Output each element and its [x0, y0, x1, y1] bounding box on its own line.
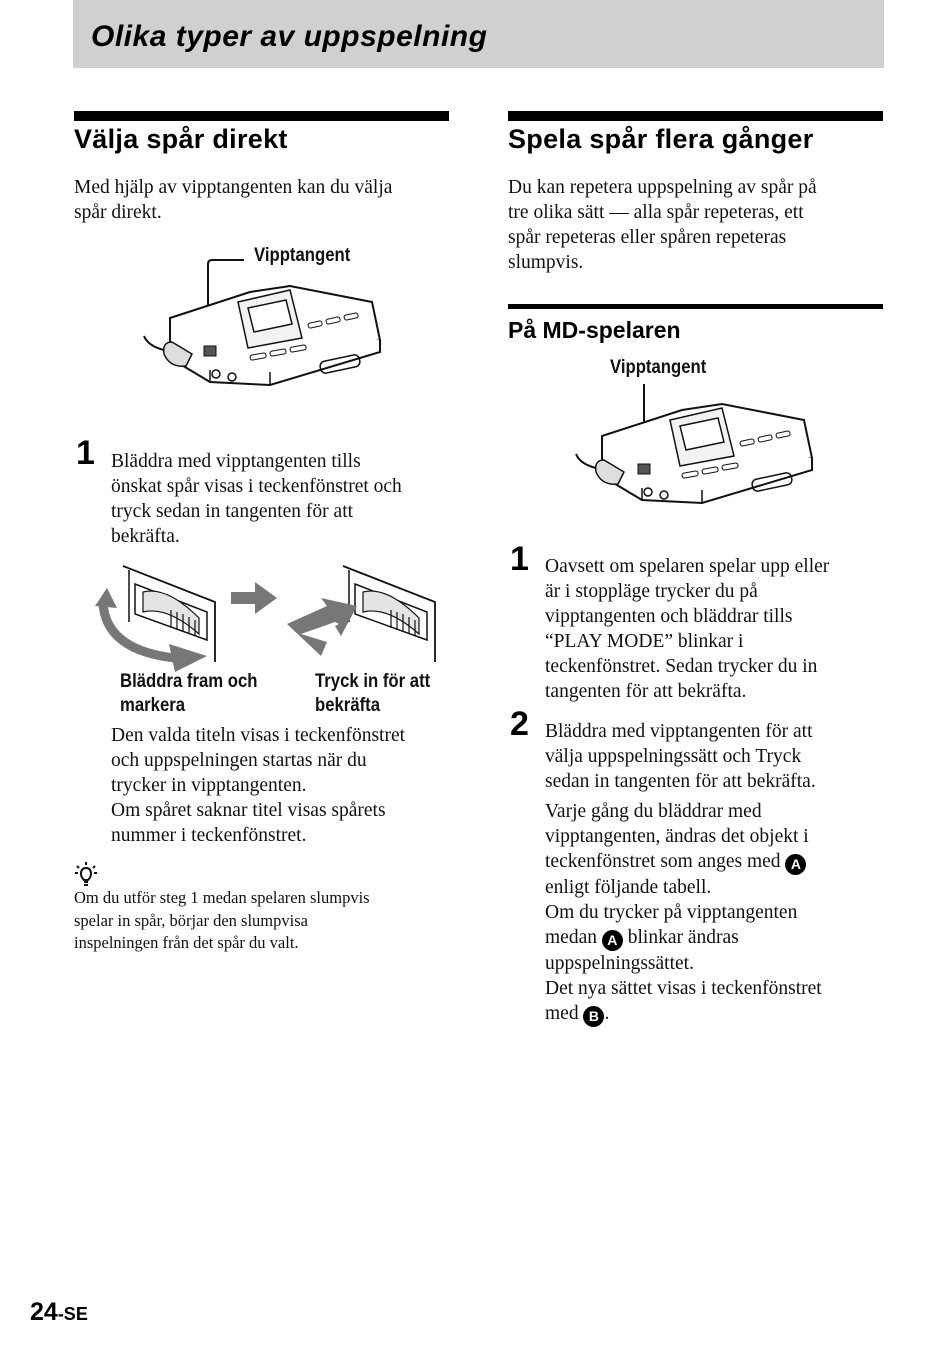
marker-a: A — [601, 930, 623, 951]
page-title: Olika typer av uppspelning — [91, 20, 488, 53]
left-heading-rule — [74, 111, 449, 121]
md-player-illustration-left — [143, 259, 382, 387]
left-step-1-number: 1 — [76, 434, 95, 472]
left-heading: Välja spår direkt — [74, 124, 288, 154]
right-step-2-detail: Varje gång du bläddrar med vipptangenten… — [545, 799, 822, 1027]
right-figure-label: Vipptangent — [610, 357, 707, 378]
left-figure-label: Vipptangent — [254, 245, 351, 266]
right-subheading: På MD-spelaren — [508, 317, 681, 343]
tip-icon — [75, 862, 97, 886]
right-step-2-number: 2 — [510, 705, 529, 743]
left-step-1-text: Bläddra med vipptangenten tills önskat s… — [111, 451, 402, 547]
tip-text: Om du utför steg 1 medan spelaren slumpv… — [74, 888, 370, 952]
right-step-1-number: 1 — [510, 540, 529, 578]
right-step-1-text: Oavsett om spelaren spelar upp eller är … — [545, 556, 830, 702]
jog-dial-operation-illustration — [95, 565, 436, 672]
md-player-illustration-right — [575, 384, 814, 505]
page-banner: Olika typer av uppspelning — [73, 0, 884, 68]
right-heading: Spela spår flera gånger — [508, 124, 814, 154]
right-heading-rule — [508, 111, 883, 121]
caption-press-to-confirm: Tryck in för att bekräfta — [315, 671, 431, 716]
right-intro: Du kan repetera uppspelning av spår på t… — [508, 177, 817, 273]
right-subheading-rule — [508, 304, 883, 309]
right-step-2-text: Bläddra med vipptangenten för att välja … — [545, 721, 816, 792]
page-number: 24-SE — [30, 1298, 88, 1326]
marker-a: A — [785, 854, 807, 875]
marker-b: B — [583, 1006, 605, 1027]
left-after-text: Den valda titeln visas i teckenfönstret … — [111, 725, 406, 846]
caption-scroll-and-select: Bläddra fram och markera — [120, 671, 258, 716]
left-intro: Med hjälp av vipptangenten kan du välja … — [74, 177, 393, 223]
